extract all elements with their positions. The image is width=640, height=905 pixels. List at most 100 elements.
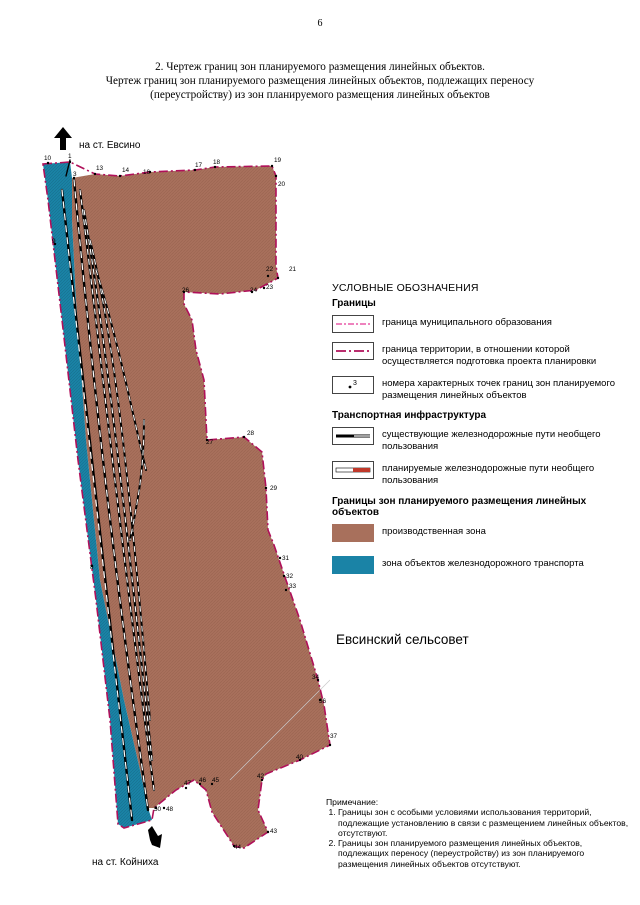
point-marker <box>193 168 197 172</box>
point-label: 1 <box>68 153 72 160</box>
point-label: 44 <box>234 844 242 851</box>
legend-item-planning-territory: граница территории, в отношении которой … <box>332 342 632 367</box>
legend-item-industrial-zone: производственная зона <box>332 524 632 542</box>
point-label: 16 <box>143 169 151 176</box>
point-label: 23 <box>266 284 274 291</box>
legend-group-transport: Транспортная инфраструктура <box>332 410 487 421</box>
legend-item-planned-rail: планируемые железнодорожные пути необщег… <box>332 461 632 486</box>
point-label: 18 <box>213 159 221 166</box>
village-label: Евсинский сельсовет <box>336 632 469 647</box>
point-label: 34 <box>312 674 320 681</box>
point-marker <box>266 830 270 834</box>
point-marker <box>264 486 268 490</box>
point-marker <box>213 165 217 169</box>
legend-item-rail-zone: зона объектов железнодорожного транспорт… <box>332 556 632 574</box>
point-marker <box>282 574 286 578</box>
point-marker <box>46 161 50 165</box>
north-direction-label: на ст. Евсино <box>79 140 141 151</box>
point-label: 26 <box>182 287 190 294</box>
point-label: 46 <box>199 777 207 784</box>
point-marker <box>260 778 264 782</box>
point-marker <box>210 782 214 786</box>
point-marker <box>148 170 152 174</box>
point-label: 37 <box>330 733 338 740</box>
point-marker <box>242 435 246 439</box>
legend-heading: УСЛОВНЫЕ ОБОЗНАЧЕНИЯ <box>332 282 479 294</box>
title-line-2: Чертеж границ зон планируемого размещени… <box>105 75 535 87</box>
legend-group-borders: Границы <box>332 298 376 309</box>
point-marker <box>284 588 288 592</box>
title-line-3: (переустройству) из зон планируемого раз… <box>150 89 490 101</box>
point-marker <box>266 274 270 278</box>
point-marker <box>90 564 94 568</box>
point-marker <box>232 844 236 848</box>
point-marker <box>53 242 57 246</box>
legend-text: граница территории, в отношении которой … <box>382 344 597 367</box>
point-marker <box>318 698 322 702</box>
notes: Примечание: Границы зон с особыми услови… <box>326 797 631 869</box>
point-label: 8 <box>90 564 94 571</box>
point-marker <box>68 160 72 164</box>
point-label: 48 <box>166 806 174 813</box>
point-marker <box>154 806 158 810</box>
legend-text: планируемые железнодорожные пути необщег… <box>382 463 595 486</box>
legend-text: зона объектов железнодорожного транспорт… <box>382 558 584 569</box>
industrial-zone <box>72 166 330 848</box>
south-direction-label: на ст. Койниха <box>92 857 159 868</box>
point-label: 40 <box>296 754 304 761</box>
page-title: 2. Чертеж границ зон планируемого размещ… <box>0 60 640 102</box>
point-label: 33 <box>289 583 297 590</box>
point-marker <box>72 176 76 180</box>
legend: УСЛОВНЫЕ ОБОЗНАЧЕНИЯ Границы граница мун… <box>332 282 632 583</box>
point-marker <box>118 174 122 178</box>
point-label: 22 <box>266 266 274 273</box>
point-label: 9 <box>52 238 56 245</box>
point-marker <box>93 172 97 176</box>
industrial-zone-swatch <box>332 524 374 542</box>
point-label: 24 <box>250 287 258 294</box>
municipal-border <box>229 679 331 781</box>
point-marker <box>274 174 278 178</box>
point-label: 21 <box>289 266 297 273</box>
point-sample-label: 3 <box>353 380 357 387</box>
point-marker <box>182 290 186 294</box>
point-marker <box>270 164 274 168</box>
point-label: 3 <box>73 171 77 178</box>
rail-zone <box>43 162 152 828</box>
point-label: 43 <box>270 828 278 835</box>
point-label: 10 <box>44 155 52 162</box>
point-label: 50 <box>154 806 162 813</box>
point-label: 27 <box>206 439 214 446</box>
legend-group-zones: Границы зон планируемого размещения лине… <box>332 496 587 518</box>
point-label: 29 <box>270 485 278 492</box>
rail-tracks <box>60 159 156 822</box>
legend-text: существующие железнодорожные пути необще… <box>382 429 601 452</box>
point-number-swatch: 3 <box>332 376 374 394</box>
point-label: 19 <box>274 157 282 164</box>
legend-text: номера характерных точек границ зон план… <box>382 378 615 401</box>
rail-zone-swatch <box>332 556 374 574</box>
page-number: 6 <box>317 18 323 29</box>
point-label: 36 <box>319 698 327 705</box>
point-label: 20 <box>278 181 286 188</box>
point-marker <box>328 743 332 747</box>
point-label: 17 <box>195 162 203 169</box>
planning-border-swatch <box>332 342 374 360</box>
point-label: 45 <box>212 777 220 784</box>
point-label: 47 <box>184 780 192 787</box>
point-marker <box>198 782 202 786</box>
planning-border <box>42 161 331 849</box>
point-label: 28 <box>247 430 255 437</box>
point-marker <box>250 290 254 294</box>
point-label: 31 <box>282 555 290 562</box>
legend-text: производственная зона <box>382 526 486 537</box>
point-marker <box>184 786 188 790</box>
note-item-1: Границы зон с особыми условиями использо… <box>338 807 631 838</box>
title-line-1: 2. Чертеж границ зон планируемого размещ… <box>155 61 485 73</box>
point-marker <box>205 438 209 442</box>
point-marker <box>162 806 166 810</box>
south-arrow <box>148 826 162 848</box>
point-marker <box>278 556 282 560</box>
